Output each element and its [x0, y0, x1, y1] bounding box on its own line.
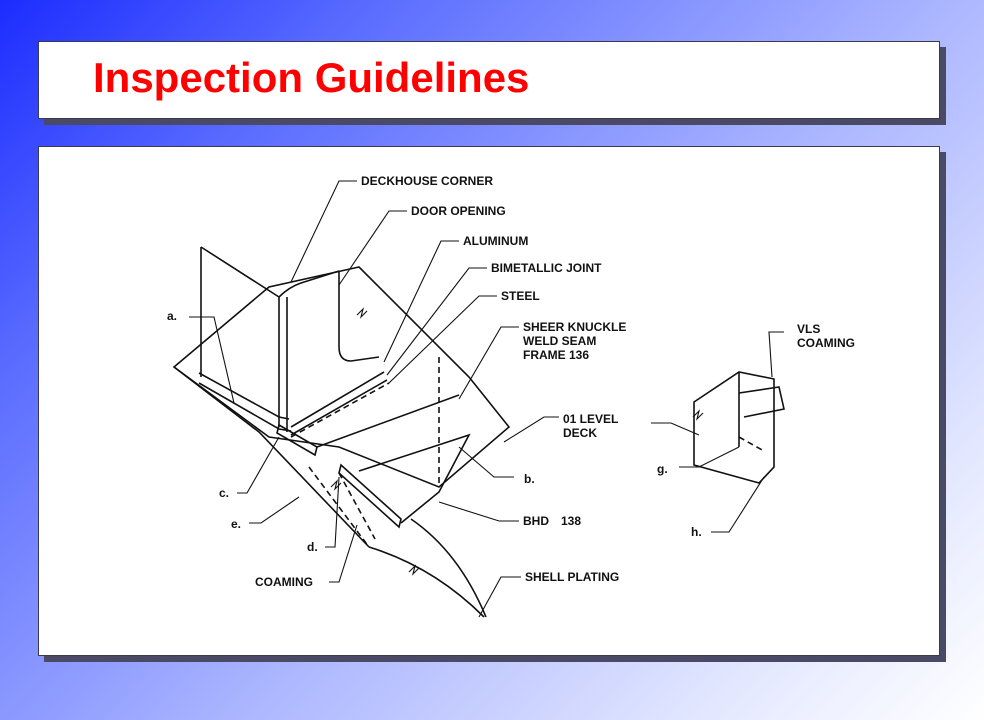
label-frame-136: FRAME 136	[523, 348, 589, 362]
label-vls-coaming: COAMING	[797, 336, 855, 350]
label-vls: VLS	[797, 322, 820, 336]
label-coaming: COAMING	[255, 575, 313, 589]
label-h: h.	[691, 525, 702, 539]
label-b: b.	[524, 472, 535, 486]
label-sheer-knuckle: SHEER KNUCKLE	[523, 320, 626, 334]
label-e: e.	[231, 517, 241, 531]
label-01-level: 01 LEVEL	[563, 412, 618, 426]
label-c: c.	[219, 486, 229, 500]
label-bhd: BHD	[523, 514, 549, 528]
label-frame-138: 138	[561, 514, 581, 528]
diagram-panel: DECKHOUSE CORNER DOOR OPENING ALUMINUM B…	[38, 146, 940, 656]
page-title: Inspection Guidelines	[93, 54, 530, 101]
diagram-labels: DECKHOUSE CORNER DOOR OPENING ALUMINUM B…	[167, 174, 855, 589]
label-weld-seam: WELD SEAM	[523, 334, 596, 348]
label-door-opening: DOOR OPENING	[411, 204, 506, 218]
label-a: a.	[167, 309, 177, 323]
vls-coaming-detail	[692, 371, 785, 484]
leader-lines	[189, 180, 784, 618]
label-d: d.	[307, 540, 318, 554]
deckhouse-structure	[172, 246, 511, 618]
label-shell-plating: SHELL PLATING	[525, 570, 619, 584]
label-steel: STEEL	[501, 289, 540, 303]
label-deck: DECK	[563, 426, 597, 440]
label-deckhouse-corner: DECKHOUSE CORNER	[361, 174, 493, 188]
label-aluminum: ALUMINUM	[463, 234, 528, 248]
label-bimetallic-joint: BIMETALLIC JOINT	[491, 261, 602, 275]
label-g: g.	[657, 462, 668, 476]
title-panel: Inspection Guidelines	[38, 41, 940, 119]
deckhouse-corner-diagram: DECKHOUSE CORNER DOOR OPENING ALUMINUM B…	[167, 174, 855, 618]
